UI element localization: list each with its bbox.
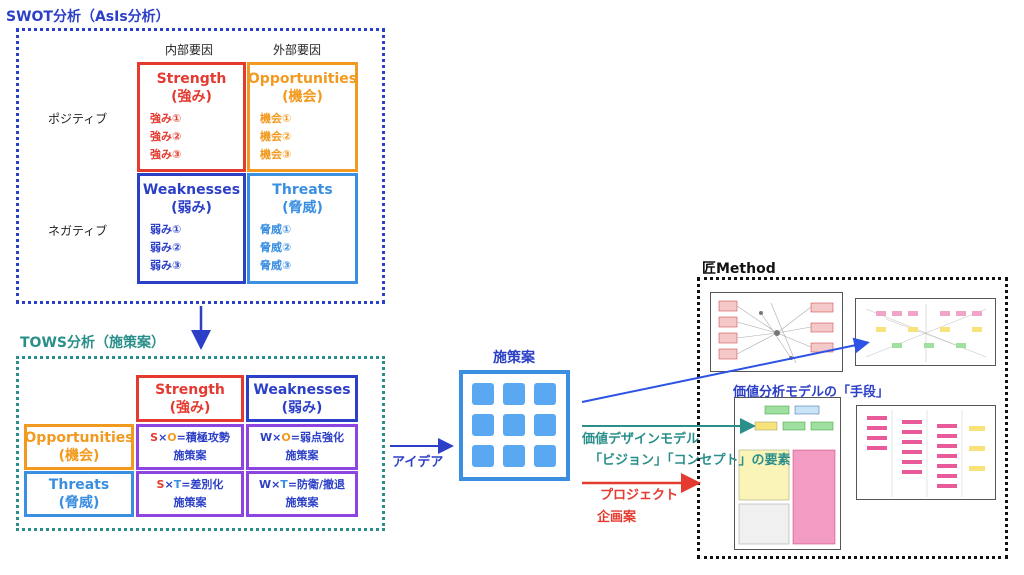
tows-so-box: S×O=積極攻勢 施策案 [136,424,244,470]
tows-threats-box: Threats (脅威) [24,471,134,517]
tows-st-box: S×T=差別化 施策案 [136,471,244,517]
so-letter2: O [167,431,177,444]
weaknesses-title: Weaknesses [142,182,241,198]
weaknesses-item: 弱み② [150,241,182,254]
thumb-value-design-model [855,298,996,366]
tows-opportunities-title: Opportunities [24,430,134,446]
threats-item: 脅威② [260,241,292,254]
wo-rest: =弱点強化 [290,431,344,444]
project-label-2: 企画案 [597,510,637,525]
threats-sub: (脅威) [282,200,323,216]
swot-weaknesses-box: Weaknesses (弱み) 弱み① 弱み② 弱み③ [137,173,246,284]
value-analysis-label: 価値分析モデルの「手段」 [733,385,890,400]
st-op: × [164,478,174,491]
threats-title: Threats [272,182,333,198]
st-letter2: T [173,478,182,491]
takumi-frame [697,277,1008,559]
weaknesses-sub: (弱み) [171,200,212,216]
measure-tile [534,445,556,467]
thumb-method-chart-graphic [867,410,985,497]
takumi-title: 匠Method [702,261,776,277]
strength-title: Strength [156,71,227,87]
measure-tile [503,414,525,436]
idea-label: アイデア [392,455,444,470]
measure-tile [472,414,494,436]
so-rest: =積極攻勢 [176,431,230,444]
opportunities-item: 機会① [260,112,292,125]
st-letter1: S [156,478,165,491]
wo-letter2: O [281,431,291,444]
st-rest: =差別化 [181,478,224,491]
swot-opportunities-box: Opportunities (機会) 機会① 機会② 機会③ [247,62,358,172]
wt-rest: =防衛/撤退 [287,478,346,491]
so-sub: 施策案 [173,449,207,462]
swot-strength-box: Strength (強み) 強み① 強み② 強み③ [137,62,246,172]
measures-grid [470,381,560,471]
wt-sub: 施策案 [285,496,319,509]
opportunities-sub: (機会) [282,89,323,105]
st-sub: 施策案 [173,496,207,509]
measure-tile [503,445,525,467]
tows-strength-title: Strength [155,381,225,398]
strength-item: 強み① [150,112,182,125]
thumb-project-plan-graphic [738,405,836,545]
wt-letter2: T [280,478,288,491]
tows-weaknesses-title: Weaknesses [253,381,351,398]
tows-opportunities-sub: (機会) [58,448,100,464]
swot-title: SWOT分析（AsIs分析） [6,9,170,25]
wt-letter1: W [258,478,272,491]
measures-title: 施策案 [493,350,535,366]
tows-wo-box: W×O=弱点強化 施策案 [246,424,358,470]
opportunities-item: 機会② [260,130,292,143]
measure-tile [472,445,494,467]
wo-letter1: W [260,431,273,444]
measure-tile [534,414,556,436]
value-design-label-2: 「ビジョン」「コンセプト」の要素 [589,453,791,468]
col-internal-label: 内部要因 [165,43,214,57]
tows-opportunities-box: Opportunities (機会) [24,424,134,470]
tows-title: TOWS分析（施策案） [20,335,165,351]
strength-item: 強み③ [150,148,182,161]
wo-op: × [272,431,282,444]
tows-strength-box: Strength (強み) [136,375,244,422]
col-external-label: 外部要因 [273,43,322,57]
swot-frame [16,28,385,304]
tows-threats-title: Threats [48,477,110,493]
tows-strength-sub: (強み) [169,399,211,416]
tows-weaknesses-box: Weaknesses (弱み) [246,375,358,422]
thumb-project-plan [734,397,841,550]
thumb-value-design-graphic [865,304,987,362]
thumb-method-chart [856,405,996,500]
so-letter1: S [150,431,159,444]
tows-threats-sub: (脅威) [58,495,100,511]
weaknesses-item: 弱み① [150,223,182,236]
threats-item: 脅威① [260,223,292,236]
so-op: × [158,431,168,444]
measure-tile [503,383,525,405]
tows-frame [16,356,385,531]
swot-threats-box: Threats (脅威) 脅威① 脅威② 脅威③ [247,173,358,284]
threats-item: 脅威③ [260,259,292,272]
wo-sub: 施策案 [285,449,319,462]
tows-weaknesses-sub: (弱み) [281,399,323,416]
arrow-to-value-analysis [581,337,870,403]
measure-tile [534,383,556,405]
weaknesses-item: 弱み③ [150,259,182,272]
thumb-value-analysis-model [710,292,843,372]
row-positive-label: ポジティブ [48,112,108,126]
strength-item: 強み② [150,130,182,143]
row-negative-label: ネガティブ [48,224,108,238]
thumb-value-analysis-graphic [718,300,834,364]
value-design-label-1: 価値デザインモデル [582,432,700,447]
strength-sub: (強み) [171,89,212,105]
tows-wt-box: W×T=防衛/撤退 施策案 [246,471,358,517]
measure-tile [472,383,494,405]
opportunities-title: Opportunities [247,71,358,87]
project-label-1: プロジェクト [600,488,679,503]
opportunities-item: 機会③ [260,148,292,161]
wt-op: × [271,478,281,491]
